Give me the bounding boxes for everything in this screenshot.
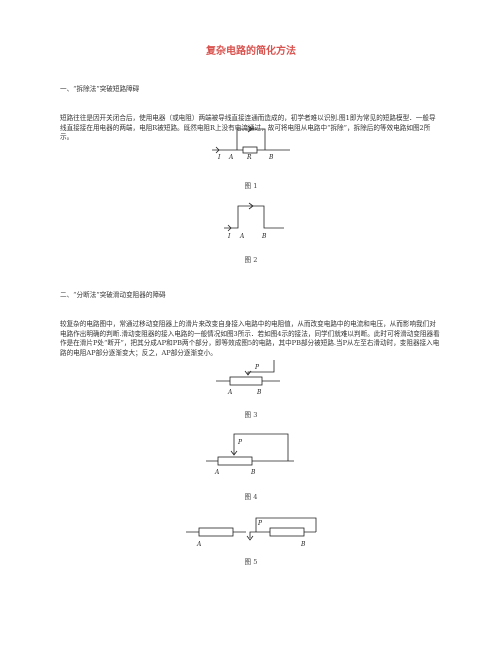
figure-3-caption: 图 3 <box>244 411 258 419</box>
page-title: 复杂电路的简化方法 <box>206 46 296 57</box>
fig4-label-p: P <box>237 439 243 446</box>
section1-text: 一、“拆除法”突破短路障碍 短路往往是因开关闭合后，使用电器（或电阻）两端被导线… <box>60 66 440 152</box>
section2-heading: 二、“分断法”突破滑动变阻器的障碍 <box>60 291 166 300</box>
fig5-short-wire <box>255 517 317 532</box>
fig3-label-a: A <box>227 389 233 396</box>
fig2-label-b: B <box>261 233 267 240</box>
figure-4-caption: 图 4 <box>244 493 258 501</box>
section2-text: 二、“分断法”突破滑动变阻器的障碍 较复杂的电路图中，常通过移动变阻器上的滑片来… <box>60 272 440 368</box>
section2-body: 较复杂的电路图中，常通过移动变阻器上的滑片来改变自身接入电路中的电阻值，从而改变… <box>60 319 440 357</box>
fig1-arrow <box>247 125 253 133</box>
fig5-resistor-pb <box>269 527 305 537</box>
figure-1-caption: 图 1 <box>244 182 258 190</box>
fig4-slider-p <box>230 450 238 456</box>
fig1-resistor-r <box>242 146 258 154</box>
fig5-slider-p <box>246 535 254 541</box>
fig5-label-a: A <box>196 541 202 548</box>
fig1-current-arrow <box>215 146 220 154</box>
fig1-label-i: I <box>217 154 221 161</box>
fig4-rheostat <box>217 456 253 466</box>
fig3-label-b: B <box>256 389 262 396</box>
fig3-slider-wire <box>247 360 275 375</box>
fig2-label-a: A <box>239 233 245 240</box>
fig1-label-b: B <box>268 154 274 161</box>
fig3-slider-p <box>244 370 252 376</box>
fig2-label-i: I <box>227 233 231 240</box>
fig5-label-b: B <box>300 541 306 548</box>
fig2-arrow <box>248 202 254 210</box>
figure-2-caption: 图 2 <box>244 256 258 264</box>
fig5-resistor-ap <box>198 527 234 537</box>
fig4-label-b: B <box>250 469 256 476</box>
fig2-wire <box>224 205 284 229</box>
section1-heading: 一、“拆除法”突破短路障碍 <box>60 85 140 94</box>
section1-body: 短路往往是因开关闭合后，使用电器（或电阻）两端被导线直接连通而造成的，初学者难以… <box>60 113 436 142</box>
fig1-label-a: A <box>228 154 234 161</box>
fig1-short-wire <box>236 128 266 150</box>
figure-5-caption: 图 5 <box>244 558 258 566</box>
fig3-label-p: P <box>254 364 260 371</box>
fig1-label-r: R <box>246 154 252 161</box>
fig2-current-arrow <box>227 224 232 232</box>
fig4-label-a: A <box>214 469 220 476</box>
fig5-label-p: P <box>257 520 263 527</box>
fig3-rheostat <box>229 376 263 386</box>
fig4-slider-wire <box>233 433 289 461</box>
